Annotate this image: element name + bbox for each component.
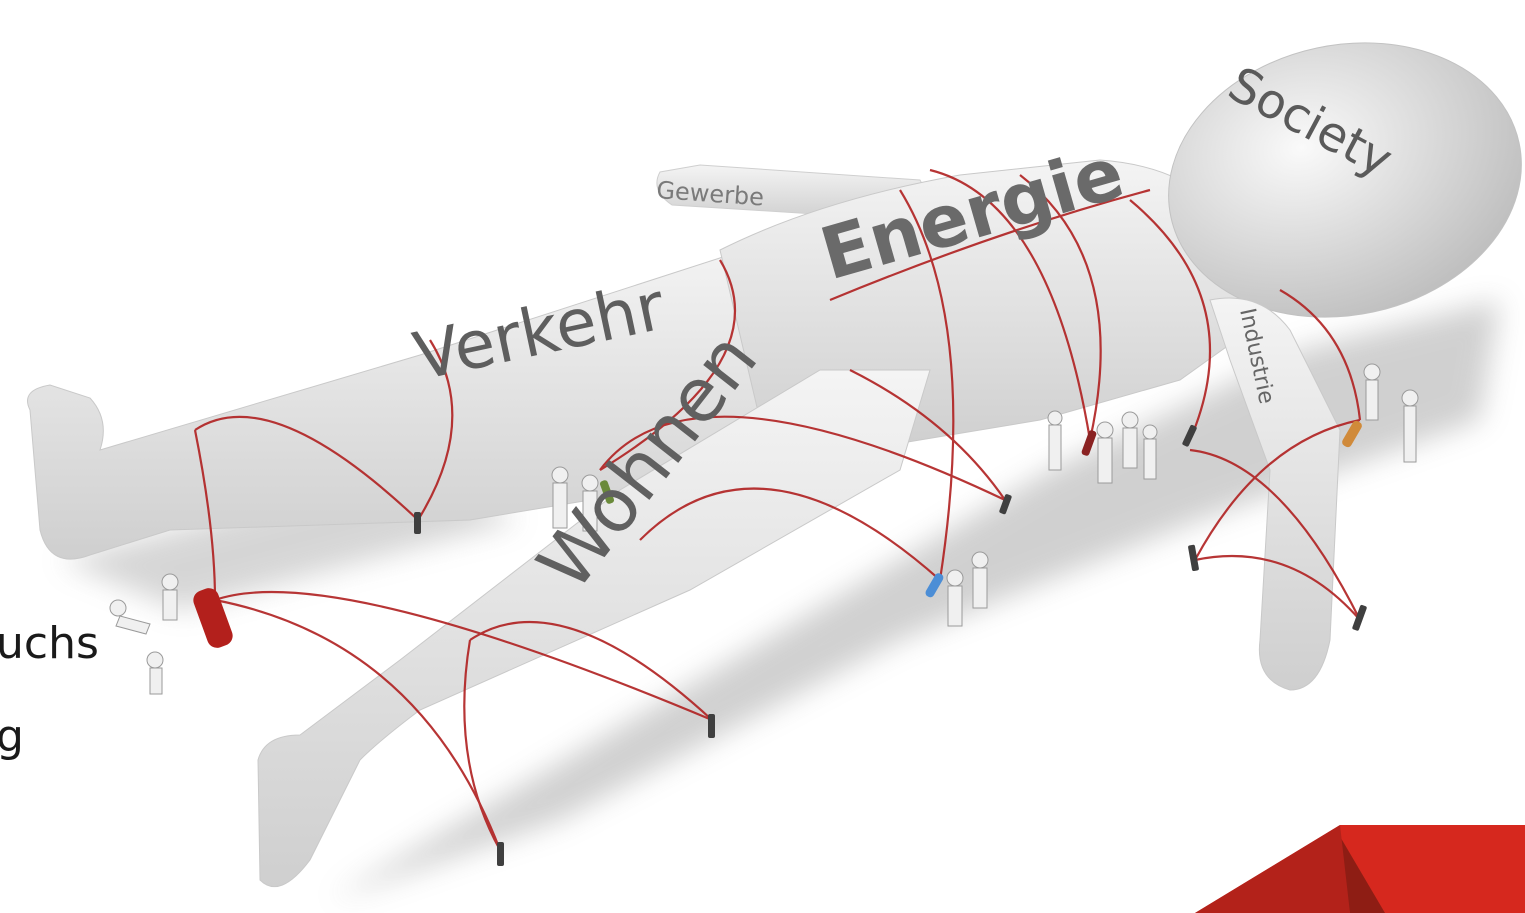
corner-accent	[1195, 825, 1525, 913]
cut-off-text-line-2: g	[0, 715, 28, 759]
cut-off-text-line-1: uchs	[0, 622, 103, 666]
